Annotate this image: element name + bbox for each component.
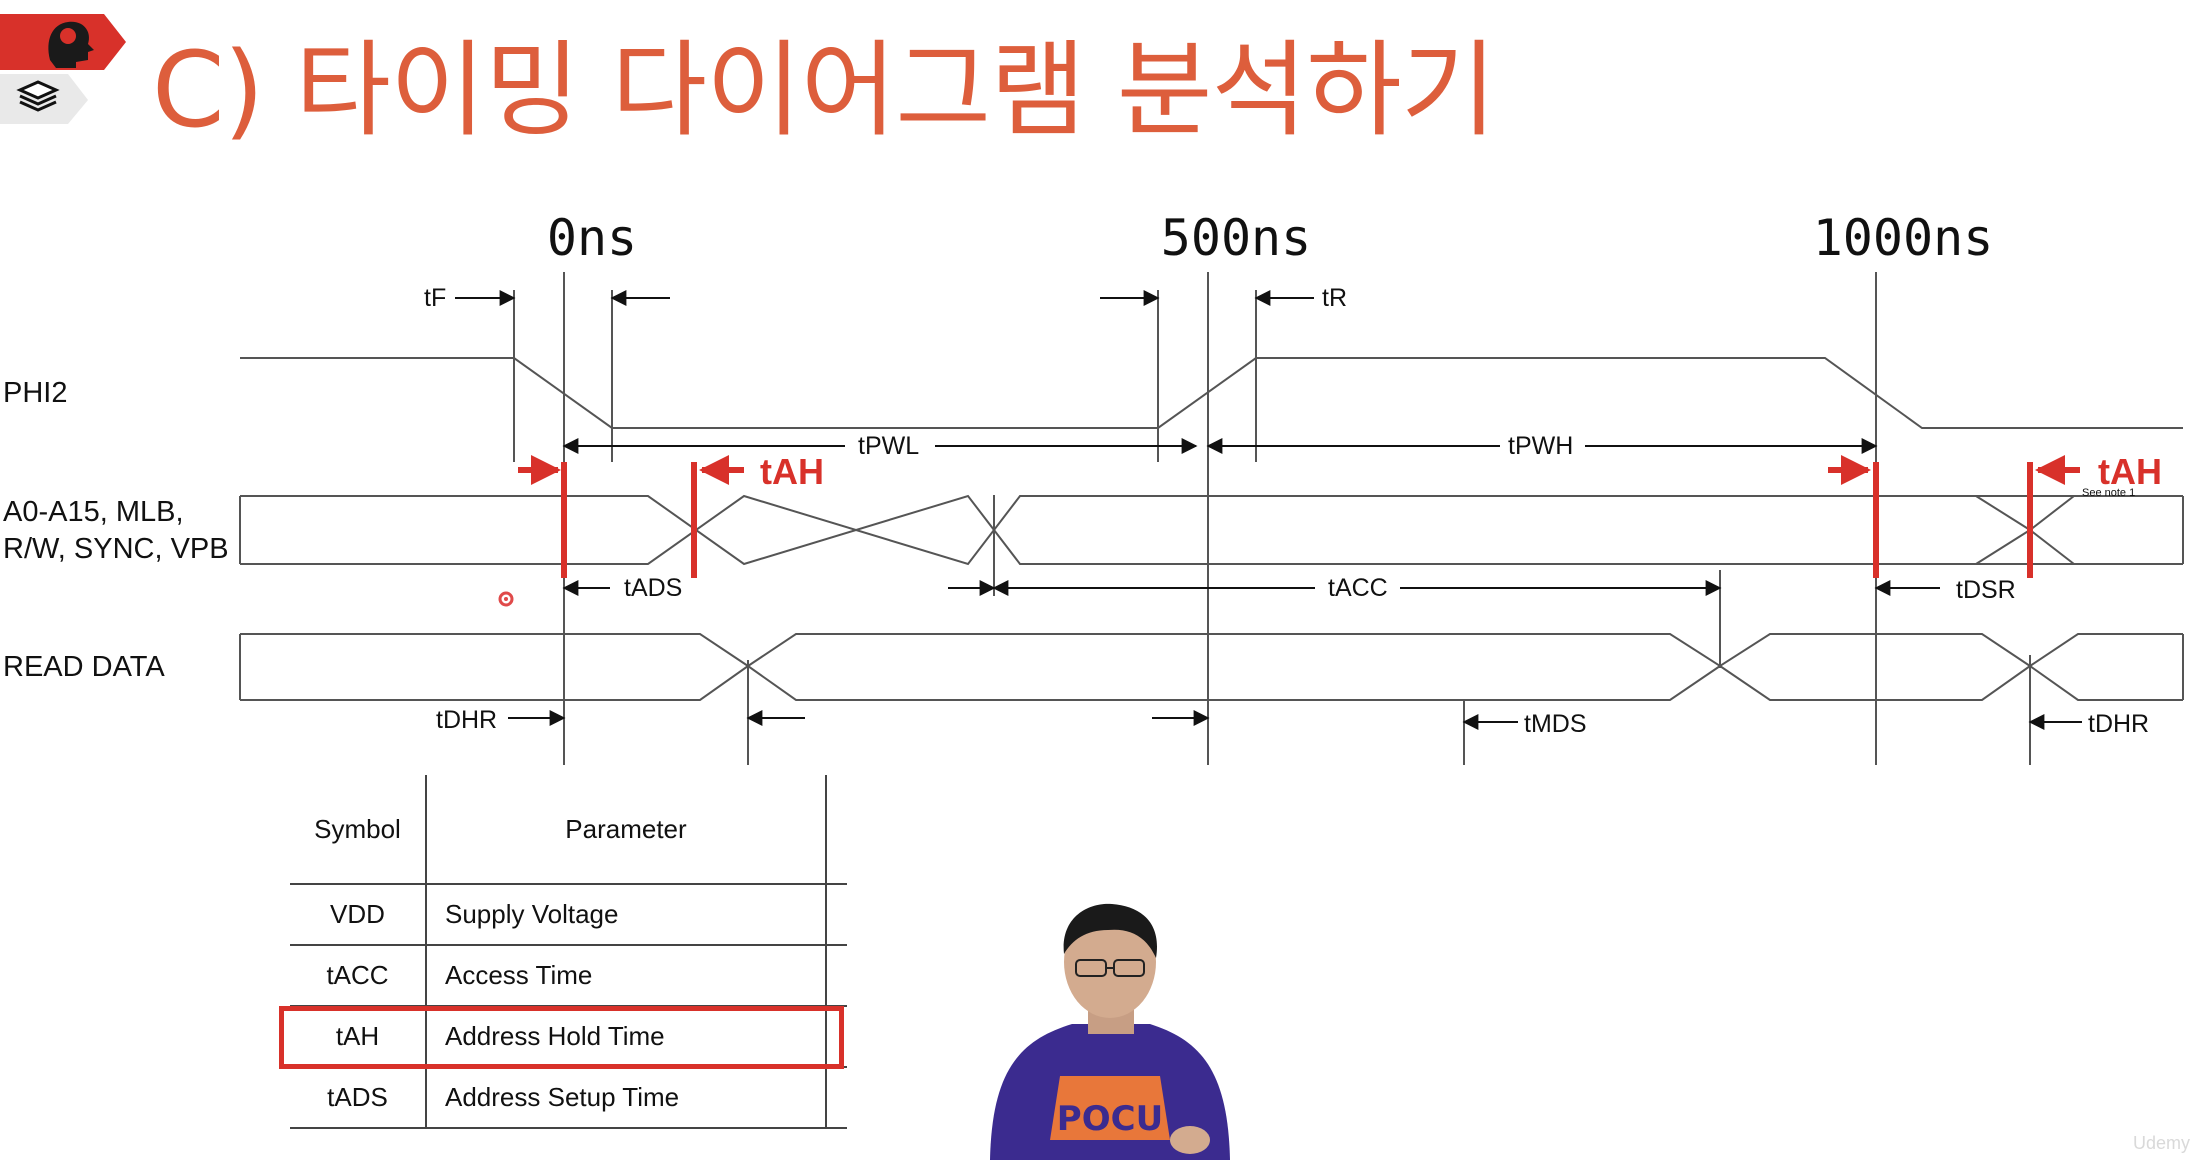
label-see-note: See note 1 [2082, 487, 2135, 499]
label-tmds: tMDS [1524, 710, 1587, 738]
label-tdhr-left: tDHR [436, 706, 497, 734]
phi2-waveform [240, 357, 2183, 429]
label-tf: tF [424, 284, 446, 312]
table-row: tACC Access Time [290, 945, 847, 1007]
table-header-row: Symbol Parameter [290, 775, 847, 885]
signal-label-read-data: READ DATA [3, 651, 165, 683]
signal-label-address-2: R/W, SYNC, VPB [3, 533, 229, 565]
shirt-text: POCU [1057, 1099, 1163, 1139]
presenter: POCU [990, 903, 1230, 1160]
header-parameter: Parameter [426, 775, 827, 885]
udemy-watermark: Udemy [2132, 1133, 2190, 1153]
label-tdsr: tDSR [1956, 576, 2016, 604]
signal-label-address-1: A0-A15, MLB, [3, 496, 184, 528]
signal-label-phi2: PHI2 [3, 377, 67, 409]
table-row: tADS Address Setup Time [290, 1067, 847, 1129]
label-tpwl: tPWL [858, 432, 919, 460]
read-data-waveform [239, 633, 2184, 701]
reference-lines [513, 272, 2031, 765]
parameter-table: Symbol Parameter VDD Supply Voltage tACC… [290, 775, 847, 1129]
label-tpwh: tPWH [1508, 432, 1573, 460]
time-marker-1000ns: 1000ns [1813, 209, 1994, 267]
layers-stack-icon [16, 80, 60, 112]
tah-annotation-left: tAH [518, 451, 824, 578]
label-tah-right: tAH [2098, 451, 2162, 492]
table-row: VDD Supply Voltage [290, 884, 847, 946]
label-tah-left: tAH [760, 451, 824, 492]
label-tdhr-right: tDHR [2088, 710, 2149, 738]
label-tacc: tACC [1328, 574, 1388, 602]
time-marker-0ns: 0ns [547, 209, 637, 267]
highlight-box [279, 1006, 844, 1069]
tah-annotation-right: tAH [1828, 451, 2162, 578]
address-bus-waveform [239, 494, 2184, 566]
label-tads: tADS [624, 574, 682, 602]
brain-head-icon [48, 21, 94, 68]
cursor-pointer [498, 591, 514, 607]
time-marker-500ns: 500ns [1161, 209, 1312, 267]
timing-arrows [455, 290, 2082, 730]
course-badge [0, 14, 126, 124]
label-tr: tR [1322, 284, 1347, 312]
header-symbol: Symbol [290, 775, 427, 885]
table-row: tAH Address Hold Time [290, 1006, 847, 1068]
slide-title: C) 타이밍 다이어그램 분석하기 [152, 29, 1497, 151]
